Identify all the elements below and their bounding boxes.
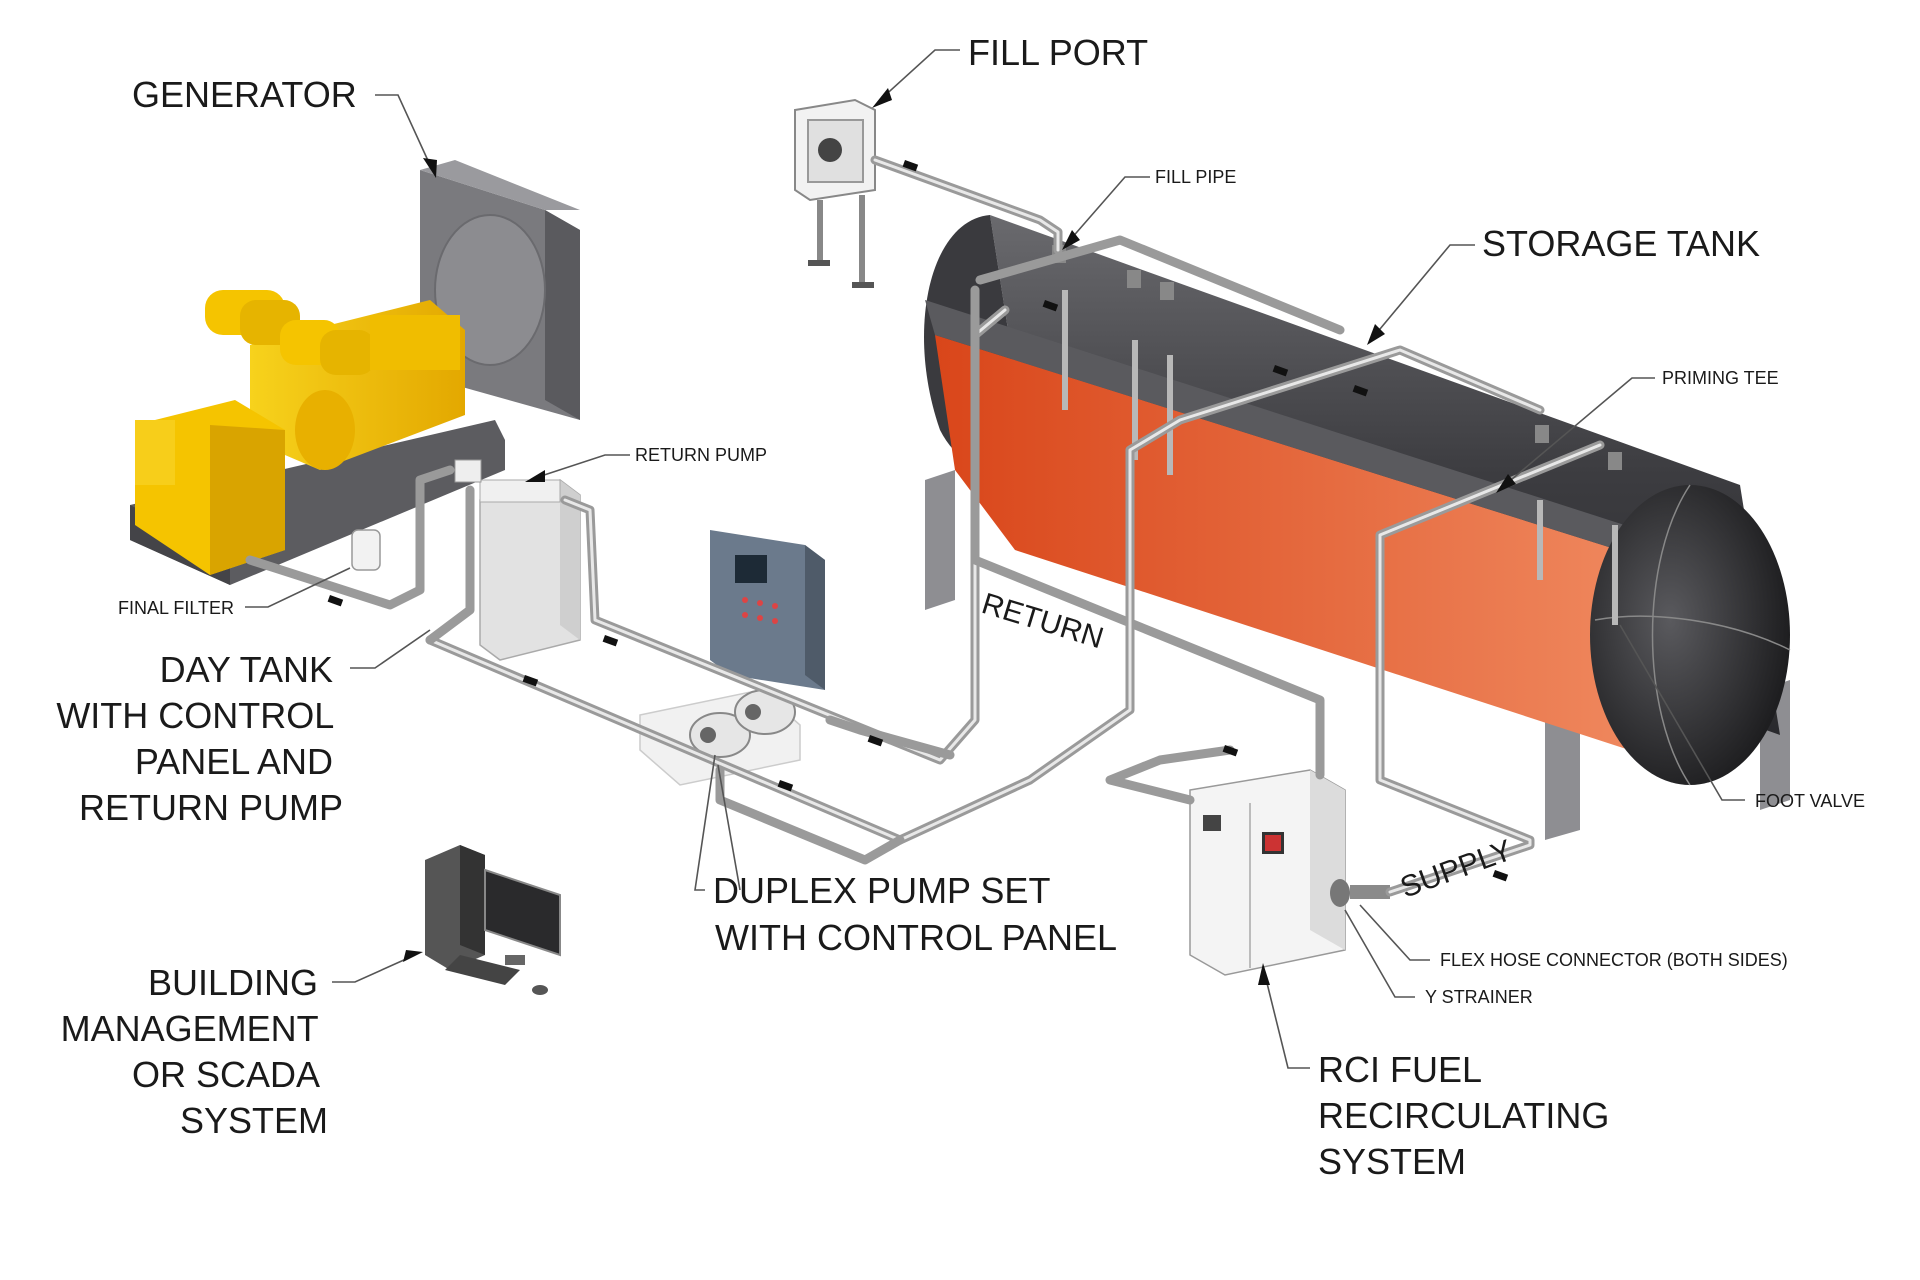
- label-day-tank: DAY TANK WITH CONTROL PANEL AND RETURN P…: [56, 649, 343, 828]
- label-bms-line2: MANAGEMENT: [61, 1008, 319, 1049]
- label-day-tank-line2: WITH CONTROL: [56, 695, 333, 736]
- label-fill-port: FILL PORT: [968, 32, 1148, 73]
- label-bms-line1: BUILDING: [148, 962, 318, 1003]
- duplex-pump-set: [639, 530, 825, 786]
- generator: [130, 160, 580, 585]
- flow-markers: [327, 160, 1509, 882]
- label-rci: RCI FUEL RECIRCULATING SYSTEM: [1318, 1049, 1619, 1182]
- day-tank: [351, 459, 581, 661]
- label-storage-tank: STORAGE TANK: [1482, 223, 1760, 264]
- label-rci-line2: RECIRCULATING: [1318, 1095, 1609, 1136]
- label-fill-pipe: FILL PIPE: [1155, 167, 1236, 187]
- rci-fuel-recirculating-system: [1189, 769, 1390, 976]
- label-priming-tee: PRIMING TEE: [1662, 368, 1779, 388]
- label-foot-valve: FOOT VALVE: [1755, 791, 1865, 811]
- pipe-label-return: RETURN: [978, 587, 1107, 655]
- pipe-label-supply: SUPPLY: [1396, 834, 1516, 905]
- piping: [245, 155, 1605, 897]
- label-y-strainer: Y STRAINER: [1425, 987, 1533, 1007]
- label-rci-line3: SYSTEM: [1318, 1141, 1466, 1182]
- labels: FILL PORT GENERATOR FILL PIPE STORAGE TA…: [56, 32, 1865, 1182]
- label-duplex-pump-line1: DUPLEX PUMP SET: [713, 870, 1050, 911]
- label-return-pump: RETURN PUMP: [635, 445, 767, 465]
- label-generator: GENERATOR: [132, 74, 357, 115]
- label-bms: BUILDING MANAGEMENT OR SCADA SYSTEM: [61, 962, 328, 1141]
- label-flex-hose: FLEX HOSE CONNECTOR (BOTH SIDES): [1440, 950, 1788, 970]
- fill-port: [794, 98, 876, 288]
- label-day-tank-line1: DAY TANK: [160, 649, 333, 690]
- label-rci-line1: RCI FUEL: [1318, 1049, 1481, 1090]
- label-bms-line4: SYSTEM: [180, 1100, 328, 1141]
- bms-computer: [425, 845, 561, 995]
- label-bms-line3: OR SCADA: [132, 1054, 320, 1095]
- label-duplex-pump-line2: WITH CONTROL PANEL: [715, 917, 1117, 958]
- label-final-filter: FINAL FILTER: [118, 598, 234, 618]
- label-day-tank-line3: PANEL AND: [135, 741, 333, 782]
- leader-lines: [245, 49, 1745, 1069]
- label-day-tank-line4: RETURN PUMP: [79, 787, 343, 828]
- label-duplex-pump: DUPLEX PUMP SET WITH CONTROL PANEL: [713, 870, 1117, 958]
